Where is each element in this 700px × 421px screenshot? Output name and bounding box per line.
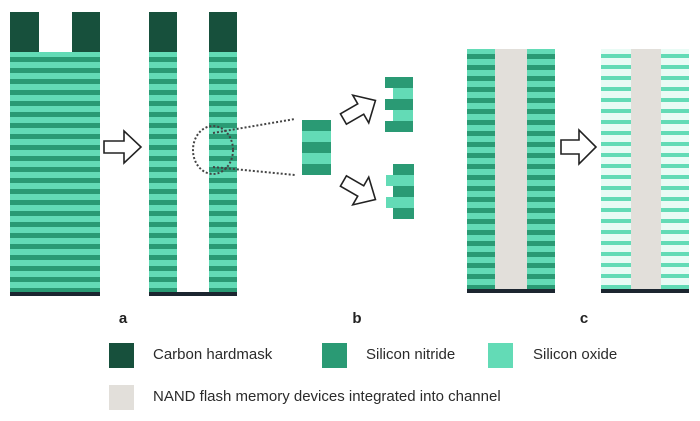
layer-stack-left	[467, 49, 495, 289]
nitride-layer	[385, 77, 413, 88]
layer-stack-right	[661, 49, 689, 289]
callout-line-top	[212, 118, 296, 134]
hardmask-left	[149, 12, 177, 52]
channel	[495, 49, 527, 289]
callout-circle	[192, 125, 234, 175]
channel	[631, 49, 661, 289]
oxide-layer	[386, 175, 414, 186]
hardmask-right	[209, 12, 237, 52]
panel-a-etched-hole	[149, 12, 237, 296]
layer-stack-left	[149, 52, 177, 292]
hardmask-right	[72, 12, 100, 52]
oxide-layer-recessed	[393, 88, 413, 99]
nitride-layer-recessed	[393, 164, 414, 175]
layer-stack-left	[601, 49, 631, 289]
substrate-base	[601, 289, 689, 293]
panel-b-recessed-nitride	[386, 164, 414, 219]
nitride-layer-recessed	[393, 186, 414, 197]
nitride-layer	[302, 142, 331, 153]
oxide-layer	[302, 131, 331, 142]
panel-label-c: c	[580, 310, 588, 327]
oxide-layer	[386, 197, 414, 208]
hardmask-left	[10, 12, 39, 52]
layer-stack-right	[209, 52, 237, 292]
nitride-layer-recessed	[393, 208, 414, 219]
arrow-right-icon	[103, 129, 143, 165]
panel-b-recessed-oxide	[385, 77, 413, 132]
oxide-layer	[302, 153, 331, 164]
panel-b-magnified-stack	[302, 120, 331, 175]
arrow-down-right-icon	[339, 174, 377, 207]
callout-line-bottom	[212, 166, 296, 176]
layer-stack	[10, 52, 100, 292]
nitride-layer	[302, 120, 331, 131]
substrate-base	[10, 292, 100, 296]
nitride-layer	[385, 121, 413, 132]
oxide-layer-recessed	[393, 110, 413, 121]
panel-label-a: a	[119, 310, 128, 327]
layer-stack-right	[527, 49, 555, 289]
nitride-layer	[302, 164, 331, 175]
arrow-right-icon	[560, 128, 598, 166]
substrate-base	[467, 289, 555, 293]
panel-c-channel-filled	[467, 49, 555, 293]
arrow-up-right-icon	[339, 93, 377, 126]
panel-label-b: b	[352, 310, 361, 327]
nitride-layer	[385, 99, 413, 110]
zoom-callout	[192, 118, 296, 176]
substrate-base	[149, 292, 237, 296]
panel-a-initial-stack	[10, 12, 100, 296]
panel-c-nitride-removed	[601, 49, 689, 293]
